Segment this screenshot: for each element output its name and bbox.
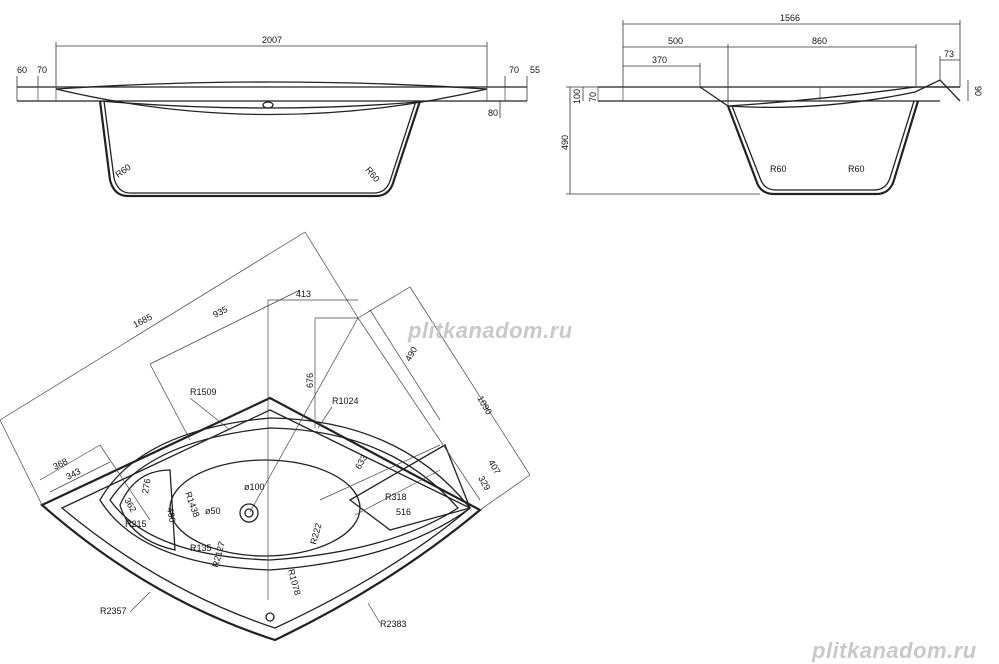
dim-500: 500 xyxy=(668,36,683,46)
dim-100: 100 xyxy=(572,89,582,104)
watermark-center: plitkanadom.ru xyxy=(407,318,573,343)
side-view: 1566 500 860 370 73 490 100 70 90 R60 R6… xyxy=(560,13,983,196)
dim-368: 368 xyxy=(51,456,69,472)
radius-r1024: R1024 xyxy=(332,396,359,406)
radius-r1509: R1509 xyxy=(190,387,217,397)
radius-r222: R222 xyxy=(308,522,323,545)
dim-1566: 1566 xyxy=(780,13,800,23)
dim-860: 860 xyxy=(812,36,827,46)
front-view: 2007 60 70 70 55 80 R60 R60 xyxy=(16,35,540,198)
dim-490-plan: 490 xyxy=(403,345,419,363)
dim-70-side: 70 xyxy=(588,92,598,102)
radius-r318: R318 xyxy=(385,492,407,502)
radius-r60-front-left: R60 xyxy=(113,162,132,180)
dim-2007: 2007 xyxy=(262,35,282,45)
dim-70-right: 70 xyxy=(509,65,519,75)
dim-343: 343 xyxy=(64,466,82,482)
dim-490-side: 490 xyxy=(560,135,570,150)
dim-460: 460 xyxy=(165,507,177,524)
dim-329: 329 xyxy=(476,474,492,492)
dim-633: 633 xyxy=(353,453,369,471)
dim-407: 407 xyxy=(486,458,502,476)
radius-r2127: R2127 xyxy=(210,540,227,568)
radius-r60-side-left: R60 xyxy=(770,164,787,174)
radius-r1438: R1438 xyxy=(183,490,201,518)
dim-60: 60 xyxy=(17,65,27,75)
radius-r60-side-right: R60 xyxy=(848,164,865,174)
dim-935: 935 xyxy=(211,304,229,320)
dim-370: 370 xyxy=(652,55,667,65)
dim-80: 80 xyxy=(488,108,498,118)
dim-70-left: 70 xyxy=(37,65,47,75)
dim-d100: ø100 xyxy=(244,482,265,492)
radius-r60-front-right: R60 xyxy=(363,165,381,184)
dim-413: 413 xyxy=(296,289,311,299)
radius-r1078: R1078 xyxy=(286,568,303,596)
radius-r2383: R2383 xyxy=(380,619,407,629)
radius-r2357: R2357 xyxy=(100,606,127,616)
dim-55: 55 xyxy=(530,65,540,75)
dim-676: 676 xyxy=(305,373,315,388)
dim-276: 276 xyxy=(140,478,152,495)
dim-d50: ø50 xyxy=(205,506,221,516)
watermark-bottom: plitkanadom.ru xyxy=(811,638,977,663)
dim-1090: 1090 xyxy=(475,394,494,416)
dim-516: 516 xyxy=(396,507,411,517)
dim-90: 90 xyxy=(973,86,983,96)
dim-73: 73 xyxy=(944,49,954,59)
radius-r135: R135 xyxy=(190,543,212,553)
radius-r215: R215 xyxy=(125,519,147,529)
plan-view: 1685 935 413 676 490 1090 R1509 R1024 36… xyxy=(0,231,531,642)
